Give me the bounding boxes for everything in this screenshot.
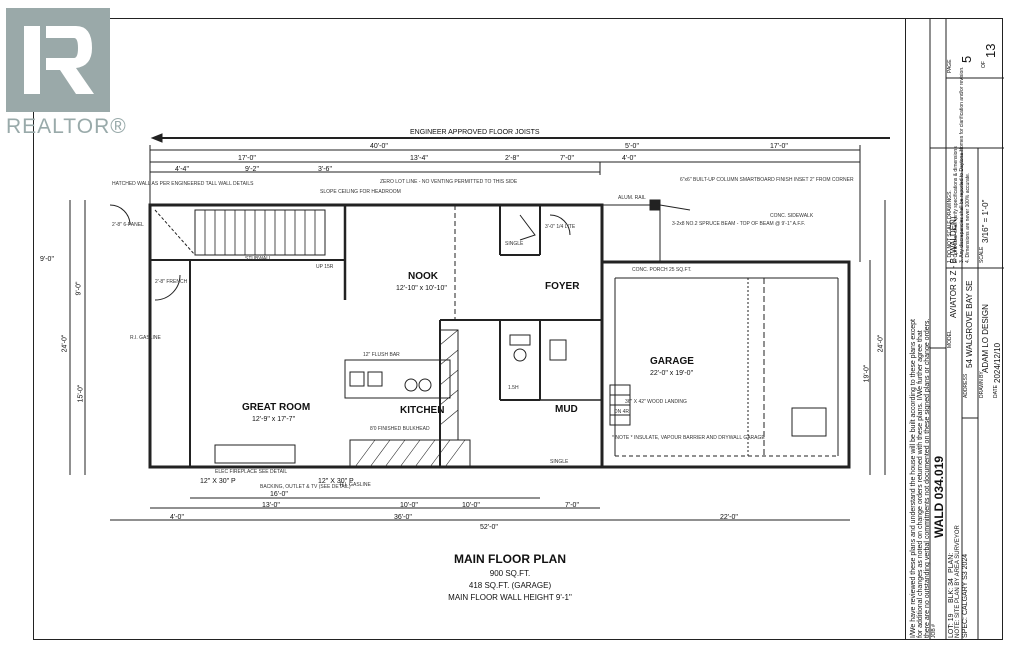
dim-left-1: 15'-0": [77, 384, 85, 403]
block-number: BLK: 34: [948, 578, 955, 603]
dim-top-5: 2'-8": [505, 155, 519, 162]
label-column: 6"x6" BUILT-UP COLUMN SMARTBOARD FINISH …: [680, 177, 854, 183]
of-label: OF: [981, 61, 987, 68]
address-value: 54 WALGROVE BAY SE: [965, 280, 974, 368]
total-pages: 13: [983, 43, 998, 58]
drawn-by-value: ADAM LO DESIGN: [981, 304, 990, 373]
dim-right-1: 19'-0": [863, 364, 871, 383]
job-label: JOB #: [931, 624, 937, 638]
label-fireplace: ELEC FIREPLACE SEE DETAIL: [215, 469, 288, 475]
label-gasline-1: R.I. GASLINE: [130, 335, 161, 341]
dim-bottom-0: 12" X 30" P: [200, 478, 236, 485]
room-nook-dim: 12'-10" x 10'-10": [396, 285, 447, 292]
dim-left-0: 24'-0": [61, 334, 69, 353]
dim-top-0: 40'-0": [370, 143, 388, 150]
dim-top-6: 7'-0": [560, 155, 574, 162]
label-flush-bar: 12" FLUSH BAR: [363, 352, 400, 358]
label-lot-line: ZERO LOT LINE - NO VENTING PERMITTED TO …: [380, 179, 518, 185]
page-number: 5: [959, 55, 974, 63]
job-number: WALD 034.019: [932, 455, 946, 538]
room-garage-dim: 22'-0" x 19'-0": [650, 370, 694, 377]
room-foyer: FOYER: [545, 281, 580, 292]
plan-title: MAIN FLOOR PLAN: [454, 552, 566, 566]
dim-top-3: 17'-0": [770, 143, 788, 150]
dim-right-0: 24'-0": [877, 334, 885, 353]
floor-plan-drawing: [69, 133, 890, 521]
dim-bottom-4: 13'-0": [262, 502, 280, 509]
label-insulate: * NOTE * INSULATE, VAPOUR BARRIER AND DR…: [612, 435, 765, 441]
room-mud: MUD: [555, 404, 578, 415]
dim-bottom-10: 22'-0": [720, 514, 738, 521]
dim-top-8: 9'-2": [245, 166, 259, 173]
plan-caption: MAIN FLOOR PLAN 900 SQ.FT. 418 SQ.FT. (G…: [360, 552, 660, 602]
plan-garage-area: 418 SQ.FT. (GARAGE): [468, 581, 552, 590]
dim-top-11: 9'-0": [40, 256, 54, 263]
label-gasline-2: R.I. GASLINE: [340, 482, 371, 488]
dim-bottom-6: 7'-0": [565, 502, 579, 509]
label-half-bath: 1.5H: [508, 385, 519, 391]
label-up15r: UP 15R: [316, 264, 334, 270]
title-block-grid: [929, 18, 1004, 640]
label-landing: 36" X 42" WOOD LANDING: [625, 399, 687, 405]
dim-top-9: 3'-6": [318, 166, 332, 173]
label-single-1: SINGLE: [505, 241, 524, 247]
room-nook: NOOK: [408, 271, 438, 282]
plan-label: PLAN:: [948, 552, 955, 573]
date-value: 2024/12/10: [993, 342, 1002, 383]
room-kitchen: KITCHEN: [400, 405, 445, 416]
dim-bottom-2: 10'-0": [400, 502, 418, 509]
title-block: I/We have reviewed these plans and under…: [905, 18, 1004, 640]
dim-bottom-8: 36'-0": [394, 514, 412, 521]
label-hatched-wall: HATCHED WALL AS PER ENGINEERED TALL WALL…: [112, 181, 254, 187]
label-french: 2'-8" FRENCH: [155, 279, 188, 285]
label-dn4r: DN 4R: [614, 409, 630, 415]
dim-top-1: 5'-0": [625, 143, 639, 150]
dim-bottom-3: 10'-0": [462, 502, 480, 509]
dim-top-2: 17'-0": [238, 155, 256, 162]
label-sidewalk: CONC. SIDEWALK: [770, 213, 814, 219]
disclaimer-line-2: for additional changes as noted on chang…: [917, 330, 924, 638]
label-spruce-beam: 3-2x8 NO.2 SPRUCE BEAM - TOP OF BEAM @ 9…: [672, 221, 806, 227]
lot-number: LOT: 19: [948, 613, 955, 638]
model-label: MODEL: [947, 330, 953, 348]
address-label: ADDRESS: [963, 373, 969, 398]
realtor-wordmark: REALTOR®: [6, 115, 127, 138]
spec: SPEC: CALGARY S3 2024: [962, 553, 969, 638]
disclaimer-line-1: I/We have reviewed these plans and under…: [910, 319, 917, 638]
page-label: PAGE: [947, 59, 953, 73]
label-backing: BACKING, OUTLET & TV (SEE DETAIL): [260, 484, 351, 490]
dim-left-2: 9'-0": [75, 281, 83, 296]
room-great-room: GREAT ROOM: [242, 402, 311, 413]
plan-area: 900 SQ.FT.: [489, 569, 531, 578]
dim-bottom-9: 52'-0": [480, 524, 498, 531]
engineer-note: ENGINEER APPROVED FLOOR JOISTS: [410, 129, 540, 136]
site-plan-note: NOTE: SITE PLAN BY AREA SURVEYOR: [955, 525, 961, 638]
dim-bottom-7: 4'-0": [170, 514, 184, 521]
scale-value: 3/16" = 1'-0": [981, 199, 990, 243]
room-great-room-dim: 12'-9" x 17'-7": [252, 416, 296, 423]
label-lite: 3'-0" 1/4 LITE: [545, 224, 576, 230]
label-alum-rail: ALUM. RAIL: [618, 195, 646, 201]
label-single-2: SINGLE: [550, 459, 569, 465]
label-slope-ceiling: SLOPE CEILING FOR HEADROOM: [320, 189, 401, 195]
label-six-panel: 2'-8" 6-PANEL: [112, 222, 144, 228]
room-garage: GARAGE: [650, 356, 694, 367]
realtor-logo-icon: [6, 8, 110, 112]
dim-top-10: 4'-0": [622, 155, 636, 162]
label-stubwall: STUBWALL: [245, 256, 272, 262]
notes-4: 4. Dimensions are never 100% accurate.: [965, 172, 971, 263]
dim-bottom-5: 16'-0": [270, 491, 288, 498]
drawn-by-label: DRAWN BY: [979, 371, 985, 398]
label-bulkhead: 8'0 FINISHED BULKHEAD: [370, 426, 430, 432]
date-label: DATE: [993, 385, 999, 398]
label-porch: CONC. PORCH 25 SQ.FT.: [632, 267, 692, 273]
scale-label: SCALE: [979, 246, 985, 263]
dim-bottom-1: 12" X 30" P: [318, 478, 354, 485]
drawing-frame: [33, 18, 1003, 640]
dim-top-7: 4'-4": [175, 166, 189, 173]
dim-top-4: 13'-4": [410, 155, 428, 162]
plan-wall-height: MAIN FLOOR WALL HEIGHT 9'-1": [448, 593, 572, 602]
disclaimer-line-3: there are no outstanding verbal commitme…: [924, 318, 931, 638]
